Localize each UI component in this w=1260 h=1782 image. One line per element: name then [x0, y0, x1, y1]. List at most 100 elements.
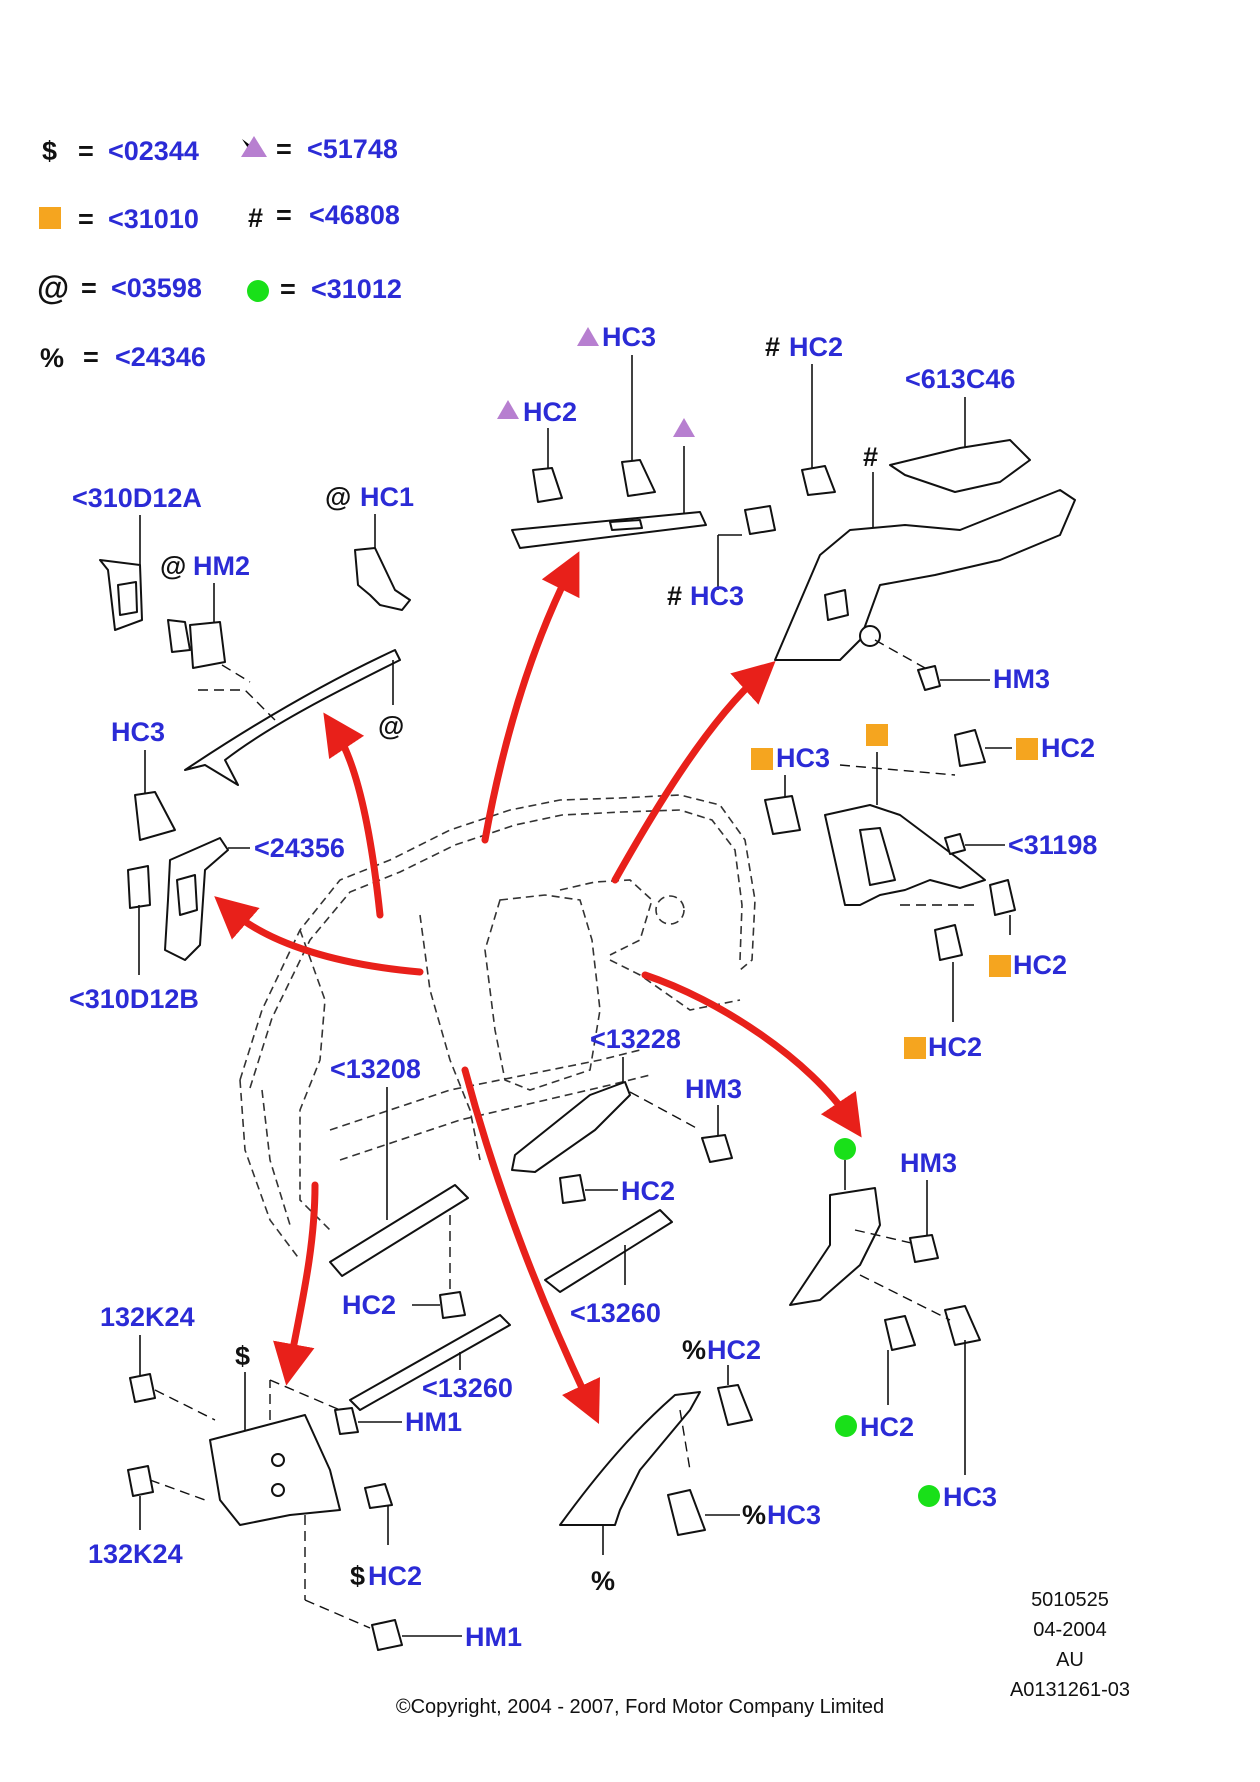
- label-hm3-mid: HM3: [685, 1074, 742, 1104]
- label-hc3-circ: HC3: [943, 1482, 997, 1512]
- clip-pct-hc2: [717, 1384, 753, 1426]
- label-13260-front: <13260: [422, 1373, 513, 1403]
- dollar-symbol-cowl: $: [235, 1341, 250, 1371]
- clip-132k24-bottom: [127, 1465, 154, 1497]
- legend-at-symbol: @: [37, 269, 69, 306]
- cowl-trim-group: 132K24 $ HM1 132K24 $ HC2 HM1: [88, 1302, 522, 1652]
- arrow-to-c-pillar-lower: [641, 971, 862, 1138]
- legend-hash-symbol: #: [248, 203, 263, 233]
- clip-310d12b: [127, 865, 151, 909]
- legend-hash-code: <46808: [309, 200, 400, 230]
- square-icon-hc2-3: [904, 1037, 926, 1059]
- panel-613c46: [889, 439, 1031, 493]
- hash-symbol-panel: #: [863, 442, 878, 472]
- meta-line-4: A0131261-03: [1010, 1679, 1130, 1701]
- fastener-hm3-right: [909, 1234, 939, 1263]
- clip-rail-hc3: [621, 459, 656, 497]
- label-hm1-bottom: HM1: [465, 1622, 522, 1652]
- legend-at-code: <03598: [111, 273, 202, 303]
- legend-square-code: <31010: [108, 204, 199, 234]
- quarter-trim-upper-group: # HC2 <613C46 # # HC3 HM3: [667, 332, 1076, 694]
- legend-dollar-symbol: $: [42, 136, 57, 166]
- label-hc2-sq2: HC2: [1013, 950, 1067, 980]
- circle-icon-top: [834, 1138, 856, 1160]
- a-pillar-upper-group: <310D12A @ HM2 @ HC1 @: [72, 482, 414, 786]
- legend-percent-symbol: %: [40, 343, 64, 373]
- label-310d12b: <310D12B: [69, 984, 199, 1014]
- arrow-to-b-pillar-lower: [461, 1066, 600, 1424]
- fastener-hm1-bottom: [371, 1619, 403, 1651]
- triangle-icon-hc2: [497, 400, 519, 419]
- clip-132k24-top: [129, 1373, 156, 1403]
- meta-line-1: 5010525: [1031, 1589, 1109, 1611]
- clip-31198: [944, 833, 966, 855]
- circle-icon-hc3: [918, 1485, 940, 1507]
- quarter-trim-lower-panel: [824, 804, 986, 906]
- clip-hash-hc3: [744, 505, 776, 535]
- a-pillar-upper-trim: [184, 649, 401, 786]
- percent-symbol-hc3: %: [742, 1500, 766, 1530]
- label-hc2-dollar: HC2: [368, 1561, 422, 1591]
- legend-square-eq: =: [78, 204, 94, 234]
- percent-symbol-hc2: %: [682, 1335, 706, 1365]
- label-hc2-top: HC2: [523, 397, 577, 427]
- red-arrows: [214, 551, 862, 1424]
- clip-hc3-left: [134, 791, 176, 841]
- label-hc3-hash: HC3: [690, 581, 744, 611]
- b-pillar-lower-trim: [559, 1391, 701, 1526]
- trim-13228: [511, 1081, 631, 1173]
- cowl-side-trim: [209, 1414, 341, 1526]
- triangle-icon-hc3: [577, 327, 599, 346]
- quarter-trim-upper-panel: [774, 489, 1076, 661]
- at-symbol-hm2: @: [160, 551, 186, 581]
- label-hm1-top: HM1: [405, 1407, 462, 1437]
- legend-dollar-eq: =: [78, 136, 94, 166]
- clip-hc2-sill: [439, 1291, 466, 1319]
- dollar-symbol-hc2: $: [350, 1561, 365, 1591]
- c-pillar-lower-trim: [789, 1187, 881, 1306]
- legend-hash-eq: =: [276, 200, 292, 230]
- arrow-to-a-pillar-upper: [323, 712, 384, 919]
- label-hm3-right: HM3: [900, 1148, 957, 1178]
- at-symbol-hc1: @: [325, 482, 351, 512]
- square-icon-hc2-1: [1016, 738, 1038, 760]
- hash-symbol-hc3: #: [667, 581, 682, 611]
- label-132k24-top: 132K24: [100, 1302, 195, 1332]
- a-pillar-lower-group: HC3 <24356 <310D12B: [69, 717, 345, 1014]
- label-hm3-top: HM3: [993, 664, 1050, 694]
- arrow-to-quarter-trim: [611, 660, 776, 884]
- fastener-hm3-top: [917, 665, 941, 691]
- legend-circle-eq: =: [280, 274, 296, 304]
- circle-icon-hc2: [835, 1415, 857, 1437]
- label-hc3-pct: HC3: [767, 1500, 821, 1530]
- legend-square-icon: [39, 207, 61, 229]
- label-13260-rear: <13260: [570, 1298, 661, 1328]
- triangle-icon-rail: [673, 418, 695, 437]
- scuff-13260-front: [349, 1314, 511, 1411]
- label-hc1: HC1: [360, 482, 414, 512]
- clip-sq-hc2-3: [934, 924, 963, 961]
- clip-rail-hc2: [532, 467, 563, 503]
- meta-line-3: AU: [1056, 1649, 1084, 1671]
- label-hm2: HM2: [193, 551, 250, 581]
- clip-pct-hc3: [667, 1489, 706, 1536]
- clip-hc2-mid: [559, 1174, 586, 1204]
- legend-triangle-shape: [241, 136, 267, 157]
- label-hc3-top: HC3: [602, 322, 656, 352]
- roof-rail-trim: [511, 511, 707, 549]
- fastener-hm3-mid: [701, 1134, 733, 1163]
- label-13228: <13228: [590, 1024, 681, 1054]
- legend: $ = <02344 = <51748 = <31010 # = <46808 …: [37, 134, 402, 373]
- clip-hc1: [354, 547, 411, 611]
- label-hc3-sq: HC3: [776, 743, 830, 773]
- label-hc3-left: HC3: [111, 717, 165, 747]
- hash-symbol-hc2: #: [765, 332, 780, 362]
- label-132k24-bottom: 132K24: [88, 1539, 183, 1569]
- legend-triangle-code: <51748: [307, 134, 398, 164]
- label-hc2-sq3: HC2: [928, 1032, 982, 1062]
- diagram-metadata: 5010525 04-2004 AU A0131261-03 ©Copyrigh…: [396, 1589, 1130, 1718]
- clip-sq-hc3: [764, 795, 801, 835]
- legend-circle-code: <31012: [311, 274, 402, 304]
- c-pillar-lower-group: HM3 HC2 HC3: [789, 1138, 997, 1512]
